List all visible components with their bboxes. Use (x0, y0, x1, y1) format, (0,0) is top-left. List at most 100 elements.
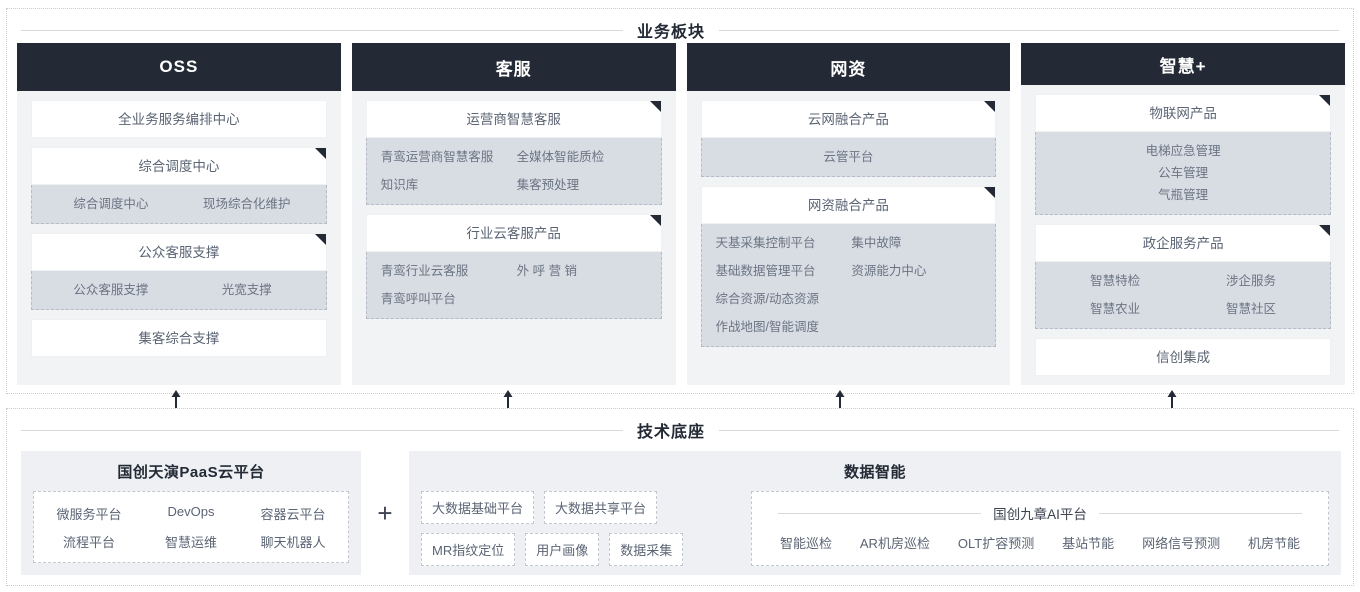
paas-item[interactable]: 容器云平台 (260, 506, 326, 522)
ai-capability-item[interactable]: 基站节能 (1062, 536, 1115, 551)
product-card[interactable]: 全业务服务编排中心 (31, 100, 327, 138)
card-subitems: 天基采集控制平台 集中故障基础数据管理平台 资源能力中心综合资源/动态资源 作战地图… (700, 224, 997, 347)
subitem-label[interactable]: 光宽支撑 (221, 283, 272, 297)
ai-capability-item[interactable]: 机房节能 (1248, 536, 1301, 551)
ai-platform-box: 国创九章AI平台 智能巡检 AR机房巡检 OLT扩容预测 基站节能 网络信号预测 机房节能 (751, 491, 1329, 566)
paas-item[interactable]: 聊天机器人 (260, 534, 326, 550)
data-platform-chip[interactable]: MR指纹定位 (421, 533, 516, 566)
card-title[interactable]: 政企服务产品 (1035, 224, 1331, 262)
subitem-label[interactable]: 集中故障 (851, 236, 902, 250)
card-title-label: 公众客服支撑 (138, 245, 220, 260)
business-column: 客服运营商智慧客服青鸾运营商智慧客服 全媒体智能质检知识库 集客预处理行业云客服产品… (351, 43, 676, 385)
subitem-layout: 智慧特检 涉企服务智慧农业 智慧社区 (1050, 271, 1316, 319)
product-card[interactable]: 集客综合支撑 (31, 319, 327, 357)
data-platform-chip[interactable]: 大数据基础平台 (421, 491, 535, 524)
subitem-label[interactable]: 公车管理 (1158, 166, 1209, 180)
subitem-label[interactable]: 青鸾呼叫平台 (380, 292, 456, 306)
column-body: 云网融合产品云管平台网资融合产品天基采集控制平台 集中故障基础数据管理平台 资源能力… (687, 91, 1011, 347)
ai-capability-item[interactable]: OLT扩容预测 (957, 536, 1035, 551)
expandable-product-card[interactable]: 物联网产品电梯应急管理公车管理气瓶管理 (1035, 94, 1331, 215)
subitem-label[interactable]: 云管平台 (823, 150, 874, 164)
ai-capability-item[interactable]: 智能巡检 (779, 536, 832, 551)
business-section-title-row: 业务板块 (7, 15, 1353, 45)
card-title-label: 运营商智慧客服 (466, 112, 561, 127)
foundation-section-title-row: 技术底座 (7, 415, 1353, 445)
ai-capability-item[interactable]: AR机房巡检 (859, 536, 930, 551)
subitem-label[interactable]: 现场综合化维护 (203, 197, 291, 211)
expandable-product-card[interactable]: 运营商智慧客服青鸾运营商智慧客服 全媒体智能质检知识库 集客预处理 (365, 100, 662, 205)
subitem-label[interactable]: 综合资源/动态资源 (715, 292, 819, 306)
subitem-label[interactable]: 青鸾行业云客服 (380, 264, 469, 278)
column-header: 客服 (351, 43, 676, 91)
card-title[interactable]: 运营商智慧客服 (365, 100, 662, 138)
card-title[interactable]: 云网融合产品 (700, 100, 997, 138)
subitem-label[interactable]: 天基采集控制平台 (715, 236, 816, 250)
card-title[interactable]: 物联网产品 (1035, 94, 1331, 132)
paas-item[interactable]: 智慧运维 (164, 534, 217, 550)
data-platform-chip[interactable]: 用户画像 (525, 533, 600, 566)
subitem-label[interactable]: 综合调度中心 (73, 197, 149, 211)
chip-row: MR指纹定位用户画像数据采集 (421, 533, 739, 566)
subitem-label[interactable]: 基础数据管理平台 (715, 264, 816, 278)
subitem-spacer (517, 289, 647, 309)
expandable-product-card[interactable]: 公众客服支撑公众客服支撑光宽支撑 (31, 233, 327, 310)
foundation-section-title: 技术底座 (637, 424, 706, 441)
subitem-label[interactable]: 全媒体智能质检 (516, 150, 605, 164)
chip-row: 大数据基础平台大数据共享平台 (421, 491, 739, 524)
subitem-label[interactable]: 涉企服务 (1226, 274, 1277, 288)
corner-triangle-icon (1319, 225, 1330, 236)
subitem-label[interactable]: 气瓶管理 (1158, 188, 1209, 202)
subitem-label[interactable]: 外 呼 营 销 (516, 264, 578, 278)
paas-item[interactable]: 微服务平台 (56, 506, 122, 522)
subitem-label[interactable]: 知识库 (380, 178, 419, 192)
ai-rule-left (778, 512, 982, 514)
subitem-label[interactable]: 作战地图/智能调度 (715, 320, 819, 334)
column-header: 智慧+ (1021, 43, 1345, 85)
expandable-product-card[interactable]: 行业云客服产品青鸾行业云客服 外 呼 营 销青鸾呼叫平台 (365, 214, 662, 319)
subitem-layout: 天基采集控制平台 集中故障基础数据管理平台 资源能力中心综合资源/动态资源 作战地图… (716, 233, 982, 337)
expandable-product-card[interactable]: 政企服务产品智慧特检 涉企服务智慧农业 智慧社区 (1035, 224, 1331, 329)
corner-triangle-icon (314, 148, 326, 159)
product-card[interactable]: 信创集成 (1035, 338, 1331, 376)
column-body: 全业务服务编排中心综合调度中心综合调度中心现场综合化维护公众客服支撑公众客服支撑… (17, 91, 341, 357)
title-rule-right (719, 429, 1340, 431)
subitem-label[interactable]: 公众客服支撑 (73, 283, 149, 297)
card-title-label: 行业云客服产品 (466, 226, 561, 241)
expandable-product-card[interactable]: 综合调度中心综合调度中心现场综合化维护 (31, 147, 327, 224)
subitem-spacer (851, 289, 981, 309)
expandable-product-card[interactable]: 网资融合产品天基采集控制平台 集中故障基础数据管理平台 资源能力中心综合资源/动态资… (700, 186, 997, 347)
card-title[interactable]: 综合调度中心 (31, 147, 327, 185)
subitem-layout: 青鸾运营商智慧客服 全媒体智能质检知识库 集客预处理 (381, 147, 647, 195)
expandable-product-card[interactable]: 云网融合产品云管平台 (700, 100, 997, 177)
card-title-label: 政企服务产品 (1142, 236, 1224, 251)
data-chip-column: 大数据基础平台大数据共享平台 MR指纹定位用户画像数据采集 (421, 491, 739, 566)
card-subitems: 电梯应急管理公车管理气瓶管理 (1035, 132, 1331, 215)
subitem-layout: 青鸾行业云客服 外 呼 营 销青鸾呼叫平台 (381, 261, 647, 309)
subitem-label[interactable]: 电梯应急管理 (1145, 144, 1221, 158)
data-platform-chip[interactable]: 数据采集 (609, 533, 684, 566)
subitem-label[interactable]: 智慧特检 (1090, 274, 1141, 288)
subitem-layout: 综合调度中心 现场综合化维护 (46, 194, 312, 214)
subitem-label[interactable]: 集客预处理 (516, 178, 580, 192)
subitem-label[interactable]: 智慧农业 (1090, 302, 1141, 316)
business-section-title: 业务板块 (637, 24, 706, 41)
card-title-label: 云网融合产品 (807, 112, 889, 127)
subitem-label[interactable]: 智慧社区 (1226, 302, 1277, 316)
card-title[interactable]: 行业云客服产品 (365, 214, 662, 252)
ai-capability-item[interactable]: 网络信号预测 (1142, 536, 1221, 551)
subitem-spacer (851, 317, 981, 337)
data-platform-chip[interactable]: 大数据共享平台 (544, 491, 658, 524)
corner-triangle-icon (984, 187, 996, 198)
paas-item[interactable]: DevOps (167, 503, 215, 519)
corner-triangle-icon (649, 215, 661, 226)
paas-item[interactable]: 流程平台 (62, 534, 115, 550)
column-header: 网资 (686, 43, 1011, 91)
ai-platform-title: 国创九章AI平台 (993, 507, 1087, 522)
subitem-label[interactable]: 青鸾运营商智慧客服 (380, 150, 494, 164)
card-title[interactable]: 公众客服支撑 (31, 233, 327, 271)
subitem-label[interactable]: 资源能力中心 (851, 264, 927, 278)
card-title[interactable]: 网资融合产品 (700, 186, 997, 224)
